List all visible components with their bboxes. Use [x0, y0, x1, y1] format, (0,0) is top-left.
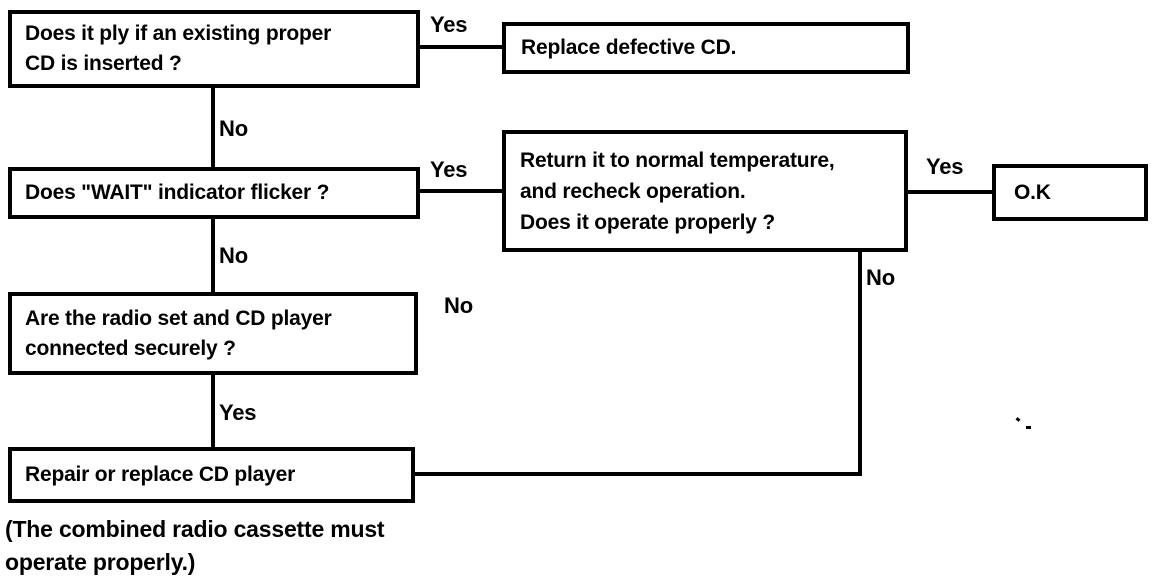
node-question-wait-indicator: Does "WAIT" indicator flicker ? — [8, 167, 420, 219]
node-repair-or-replace: Repair or replace CD player — [8, 447, 415, 503]
footnote-combined-radio-cassette: (The combined radio cassette must operat… — [5, 516, 385, 575]
node-return-normal-temperature-text: Return it to normal temperature, and rec… — [520, 148, 835, 234]
connector-qplay-to-replace — [420, 45, 502, 49]
edge-label-temp-yes: Yes — [926, 154, 964, 179]
node-question-wait-indicator-text: Does "WAIT" indicator flicker ? — [25, 181, 330, 204]
edge-label-connected-no: No — [444, 293, 473, 318]
scan-artifact — [1015, 417, 1021, 422]
edge-label-temp-no: No — [866, 265, 895, 290]
connector-return-to-ok — [908, 190, 992, 194]
node-question-connected-securely: Are the radio set and CD player connecte… — [8, 292, 418, 375]
node-repair-or-replace-text: Repair or replace CD player — [25, 463, 296, 486]
node-replace-defective-cd-text: Replace defective CD. — [521, 36, 737, 59]
connector-return-no-vertical — [858, 252, 862, 476]
node-return-normal-temperature: Return it to normal temperature, and rec… — [502, 130, 908, 252]
node-ok-text: O.K — [1014, 180, 1051, 204]
connector-qconn-to-repair — [211, 375, 215, 447]
node-ok: O.K — [992, 164, 1148, 221]
edge-label-play-yes: Yes — [430, 12, 468, 37]
node-question-cd-play: Does it ply if an existing proper CD is … — [8, 10, 420, 88]
connector-qplay-to-qwait — [211, 88, 215, 167]
edge-label-connected-yes: Yes — [219, 400, 257, 425]
connector-repair-no-horizontal — [415, 472, 862, 476]
node-question-connected-securely-text: Are the radio set and CD player connecte… — [25, 306, 332, 360]
edge-label-wait-no: No — [219, 243, 248, 268]
edge-label-wait-yes: Yes — [430, 157, 468, 182]
connector-qwait-to-return — [420, 189, 502, 193]
node-question-cd-play-text: Does it ply if an existing proper CD is … — [25, 22, 332, 75]
connector-qwait-to-qconn — [211, 219, 215, 292]
scan-artifact — [1026, 426, 1031, 429]
edge-label-play-no: No — [219, 116, 248, 141]
node-replace-defective-cd: Replace defective CD. — [502, 22, 910, 74]
